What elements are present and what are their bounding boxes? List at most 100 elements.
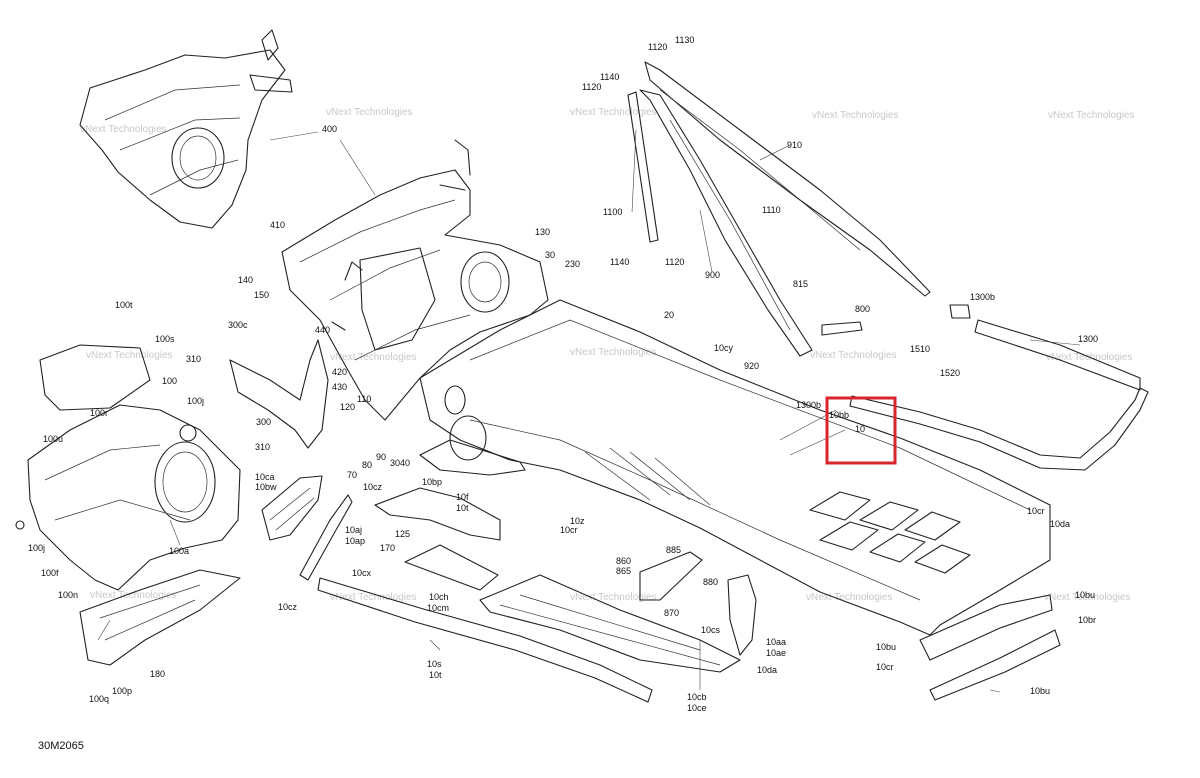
callout-label: 70	[347, 470, 357, 480]
callout-label: 300c	[228, 320, 248, 330]
callout-label: 865	[616, 566, 631, 576]
callout-label: 100q	[89, 694, 109, 704]
callout-label: 10ce	[687, 703, 707, 713]
bar-10s-part	[317, 577, 653, 703]
callout-label: 10aj	[345, 525, 362, 535]
watermark: vNext Technologies	[1048, 110, 1135, 121]
callout-label: 10bu	[1075, 590, 1095, 600]
callout-label: 100t	[115, 300, 133, 310]
callout-label: 310	[186, 354, 201, 364]
callout-label: 885	[666, 545, 681, 555]
callout-label: 10cm	[427, 603, 449, 613]
callout-label: 920	[744, 361, 759, 371]
left-bulkhead-part	[15, 344, 241, 591]
callout-label: 100a	[169, 546, 189, 556]
callout-label: 900	[705, 270, 720, 280]
callout-label: 430	[332, 382, 347, 392]
callout-label: 1110	[762, 205, 781, 215]
callout-label: 1120	[648, 42, 667, 52]
callout-label: 10da	[1050, 519, 1070, 529]
watermark: vNext Technologies	[86, 350, 173, 361]
callout-label: 10cr	[560, 525, 578, 535]
callout-label: 440	[315, 325, 330, 335]
callout-label: 10s	[427, 659, 442, 669]
callout-label: 10cs	[701, 625, 721, 635]
rear-bumper-part	[849, 319, 1149, 471]
callout-label: 1520	[940, 368, 960, 378]
callout-label: 10bu	[1030, 686, 1050, 696]
callout-label: 420	[332, 367, 347, 377]
watermark: vNext Technologies	[80, 124, 167, 135]
callout-label: 860	[616, 556, 631, 566]
watermark: vNext Technologies	[330, 592, 417, 603]
callout-label: 100s	[155, 334, 175, 344]
watermark: vNext Technologies	[330, 352, 417, 363]
callout-label: 120	[340, 402, 355, 412]
callout-label: 125	[395, 529, 410, 539]
watermark: vNext Technologies	[812, 110, 899, 121]
callout-label: 10aa	[766, 637, 786, 647]
callout-label: 10t	[429, 670, 442, 680]
watermark: vNext Technologies	[326, 107, 413, 118]
callout-label: 30	[545, 250, 555, 260]
watermark: vNext Technologies	[1044, 592, 1131, 603]
tunnel-part	[419, 299, 1051, 636]
callout-label: 10cr	[1027, 506, 1045, 516]
callout-label: 10cb	[687, 692, 707, 702]
callout-label: 10bu	[876, 642, 896, 652]
callout-label: 3040	[390, 458, 410, 468]
callout-label: 10t	[456, 503, 469, 513]
callout-label: 10ca	[255, 472, 275, 482]
callout-label: 10cr	[876, 662, 894, 672]
rail-10aj-part	[299, 494, 353, 581]
callout-label: 10cz	[278, 602, 298, 612]
watermarks: vNext Technologies vNext Technologies vN…	[80, 107, 1135, 603]
footrest-bracket-part	[79, 569, 241, 666]
engine-cradle-part	[79, 29, 293, 229]
callout-label: 100n	[58, 590, 78, 600]
callout-labels: 1120 1130 1140 1120 1100 1140 1120 910 1…	[28, 35, 1098, 713]
callout-label: 10bb	[829, 410, 849, 420]
bracket-885-part	[639, 551, 757, 656]
callout-label: 180	[150, 669, 165, 679]
callout-label: 100	[162, 376, 177, 386]
callout-label: 1120	[665, 257, 684, 267]
callout-label: 910	[787, 140, 802, 150]
callout-label: 10br	[1078, 615, 1096, 625]
callout-label: 100f	[41, 568, 59, 578]
callout-label: 10f	[456, 492, 469, 502]
side-panel-10ca-part	[261, 475, 323, 541]
callout-label: 10cy	[714, 343, 734, 353]
callout-label: 10bp	[422, 477, 442, 487]
callout-label: 10	[855, 424, 865, 434]
callout-label: 1300b	[796, 400, 821, 410]
watermark: vNext Technologies	[806, 592, 893, 603]
callout-label: 80	[362, 460, 372, 470]
callout-label: 300	[256, 417, 271, 427]
callout-label: 20	[664, 310, 674, 320]
rear-bracket-part	[919, 594, 1061, 701]
callout-label: 815	[793, 279, 808, 289]
callout-label: 10z	[570, 516, 585, 526]
diagram-code: 30M2065	[38, 740, 84, 752]
callout-label: 800	[855, 304, 870, 314]
leader-lines	[97, 129, 1081, 693]
callout-label: 1300	[1078, 334, 1098, 344]
watermark: vNext Technologies	[810, 350, 897, 361]
callout-label: 1130	[675, 35, 694, 45]
callout-label: 10ae	[766, 648, 786, 658]
callout-label: 110	[357, 394, 371, 404]
watermark: vNext Technologies	[570, 107, 657, 118]
callout-label: 130	[535, 227, 550, 237]
callout-label: 10da	[757, 665, 777, 675]
highlight-box	[825, 396, 897, 465]
callout-label: 10cx	[352, 568, 372, 578]
suspension-arm-part	[627, 61, 971, 357]
callout-label: 1120	[582, 82, 601, 92]
callout-label: 150	[254, 290, 269, 300]
callout-label: 100p	[112, 686, 132, 696]
callout-label: 400	[322, 124, 337, 134]
callout-label: 10ch	[429, 592, 449, 602]
callout-label: 170	[380, 543, 395, 553]
watermark: vNext Technologies	[570, 347, 657, 358]
